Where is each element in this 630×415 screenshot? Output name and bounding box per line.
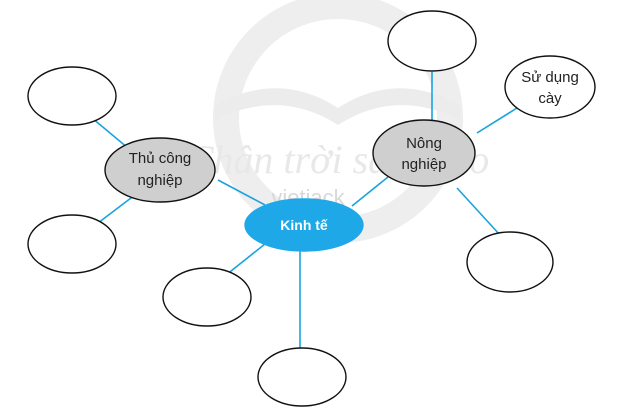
node-left-branch-shape (104, 137, 216, 203)
node-right-child-shape (504, 55, 596, 119)
node-right-child-label-line2: cày (538, 90, 562, 107)
connectors (91, 72, 518, 350)
node-center-shape (244, 198, 364, 252)
connector-center-to-left-branch (217, 179, 266, 206)
empty-node-center-lower-left (162, 267, 252, 327)
watermark-book-icon (215, 88, 460, 125)
empty-node-bottom (257, 347, 347, 407)
node-right-child: Sử dụng cày (504, 55, 596, 119)
node-right-branch: Nông nghiệp (372, 119, 476, 187)
empty-node-lower-right (466, 231, 554, 293)
node-center: Kinh tế (244, 198, 364, 252)
empty-node-upper-left (27, 66, 117, 126)
node-left-branch-label-line2: nghiệp (137, 172, 182, 189)
node-right-branch-shape (372, 119, 476, 187)
connector-center-to-lower-left (225, 239, 271, 276)
connector-left-to-lower-left (97, 194, 136, 224)
connector-center-to-right-branch (351, 176, 389, 207)
empty-node-lower-left (27, 214, 117, 274)
node-right-child-label-line1: Sử dụng (521, 69, 579, 86)
node-left-branch: Thủ công nghiệp (104, 137, 216, 203)
node-right-branch-label-line2: nghiệp (401, 156, 446, 173)
connector-left-to-upper-left (91, 117, 129, 149)
node-right-branch-label-line1: Nông (406, 135, 442, 152)
empty-node-top-right (387, 10, 477, 72)
connector-right-to-right-child (476, 107, 518, 134)
connector-right-to-lower-right (456, 187, 501, 236)
node-center-label: Kinh tế (280, 217, 328, 233)
node-left-branch-label-line1: Thủ công (129, 150, 192, 167)
